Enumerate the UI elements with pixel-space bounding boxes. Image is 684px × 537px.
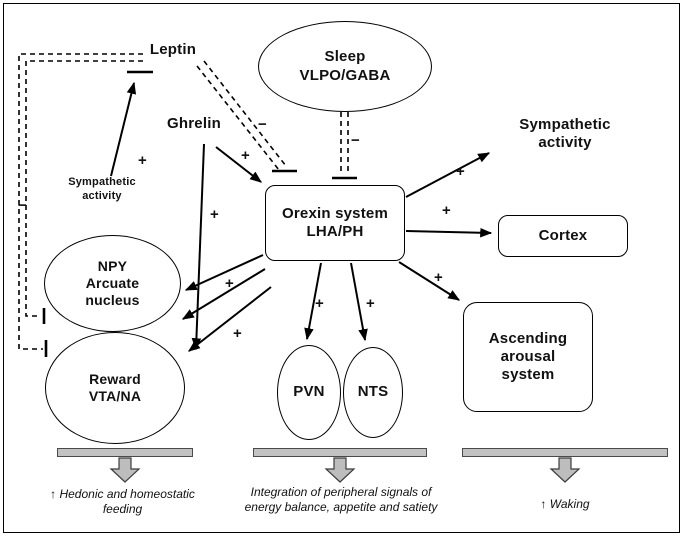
plus-sign-ghrelin-reward: +	[210, 206, 219, 223]
caption-waking: ↑ Waking	[540, 497, 590, 511]
leptin-label: Leptin	[149, 40, 197, 58]
figure-border	[3, 3, 680, 533]
plus-sign-orexin-arousal: +	[434, 269, 443, 286]
plus-sign-ghrelin-orexin: +	[241, 147, 250, 164]
dashed-leptin-orexin-1	[203, 60, 287, 167]
arrow-ghrelin-orexin	[215, 146, 262, 183]
npy-arcuate-nucleus-node: NPY Arcuate nucleus	[44, 235, 181, 332]
plus-sign-orexin-nts: +	[366, 295, 375, 312]
plus-sign-orexin-sympathetic: +	[456, 163, 465, 180]
caption-feeding: ↑ Hedonic and homeostatic feeding	[50, 487, 195, 516]
output-bar-feeding	[57, 448, 193, 457]
arrow-orexin-arousal	[398, 261, 461, 301]
plus-sign-orexin-pvn: +	[315, 295, 324, 312]
arrow-orexin-reward	[188, 286, 272, 352]
ghrelin-label: Ghrelin	[167, 114, 221, 132]
minus-sign-sleep-orexin: −	[351, 132, 360, 149]
dashed-feedback-left-1	[18, 53, 143, 350]
dashed-leptin-orexin-2	[196, 65, 280, 171]
sleep-vlpo-gaba-node: Sleep VLPO/GABA	[258, 21, 432, 112]
sympathetic-activity-right-label: Sympathetic activity	[519, 115, 611, 151]
arrow-sympathetic-leptin	[110, 81, 137, 177]
output-arrow-waking	[549, 457, 581, 483]
output-arrow-integration	[324, 457, 356, 483]
arrow-orexin-arcuate-reward	[181, 268, 266, 320]
output-bar-waking	[462, 448, 668, 457]
minus-sign-leptin-orexin: −	[258, 116, 267, 133]
plus-sign-sympathetic-leptin: +	[138, 152, 147, 169]
arrow-orexin-pvn	[304, 262, 322, 341]
caption-integration: Integration of peripheral signals of ene…	[244, 485, 438, 514]
arrow-orexin-sympathetic	[405, 152, 491, 198]
nts-node: NTS	[343, 347, 403, 438]
orexin-system-node: Orexin system LHA/PH	[265, 185, 405, 261]
plus-sign-orexin-arcuate: +	[225, 275, 234, 292]
arrow-orexin-nts	[350, 262, 368, 342]
arrow-orexin-cortex	[405, 227, 493, 238]
plus-sign-orexin-cortex: +	[442, 202, 451, 219]
dashed-feedback-left-2	[25, 60, 143, 317]
arrow-ghrelin-reward	[191, 143, 205, 351]
ascending-arousal-system-node: Ascending arousal system	[463, 302, 593, 412]
sympathetic-activity-left-label: Sympathetic activity	[68, 176, 136, 202]
cortex-node: Cortex	[498, 215, 628, 257]
arrow-orexin-arcuate	[184, 254, 264, 291]
pvn-node: PVN	[277, 345, 341, 440]
output-arrow-feeding	[109, 457, 141, 483]
minus-sign-feedback-left: −	[18, 197, 27, 214]
plus-sign-orexin-reward: +	[233, 325, 242, 342]
output-bar-integration	[253, 448, 427, 457]
reward-vta-na-node: Reward VTA/NA	[45, 332, 185, 444]
